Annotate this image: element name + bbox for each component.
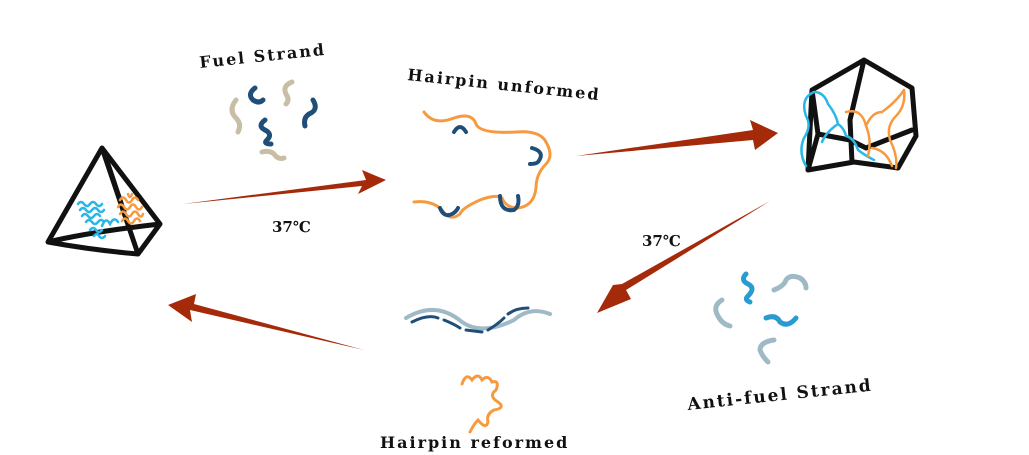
arrow-left-icon <box>168 294 364 350</box>
fuel-strand-icon <box>410 306 530 334</box>
cyan-strand-icon <box>800 90 876 168</box>
orange-strand-icon <box>844 88 906 170</box>
fuel-strand-icon <box>247 85 266 105</box>
temperature-label-2: 37℃ <box>642 232 681 250</box>
anti-fuel-strand-icon <box>757 337 777 365</box>
arrow-down-left-icon <box>597 201 770 313</box>
hairpin-loop-icon <box>452 125 468 134</box>
anti-fuel-strands <box>713 271 809 365</box>
anti-fuel-strand-icon <box>404 307 552 331</box>
anti-fuel-strand-icon <box>763 314 799 327</box>
fuel-strand-icon <box>282 79 295 107</box>
anti-fuel-strand-icon <box>740 271 755 305</box>
reformed-hairpin <box>460 374 503 434</box>
fuel-strand-icon <box>259 148 287 161</box>
fuel-antifuel-duplex <box>404 306 552 334</box>
hairpin-unformed-label: Hairpin unformed <box>407 65 602 104</box>
closed-tetrahedron <box>45 145 163 257</box>
fuel-strand-icon <box>302 97 318 129</box>
open-polyhedron <box>800 57 919 173</box>
arrow-right-icon <box>183 170 386 204</box>
fuel-strands <box>229 79 318 161</box>
orange-strand-icon <box>116 192 145 225</box>
arrow-right-icon <box>576 120 778 156</box>
anti-fuel-strand-label: Anti-fuel Strand <box>685 376 873 415</box>
hairpin-unformed-strand <box>412 110 552 219</box>
hairpin-loop-icon <box>438 206 460 218</box>
temperature-label-1: 37℃ <box>272 218 311 236</box>
fuel-strand-label: Fuel Strand <box>198 40 326 72</box>
hairpin-loop-icon <box>498 194 521 213</box>
hairpin-loop-icon <box>528 146 543 166</box>
orange-strand-icon <box>412 110 552 219</box>
hairpin-reformed-label: Hairpin reformed <box>380 433 569 452</box>
fuel-strand-icon <box>258 117 274 147</box>
anti-fuel-strand-icon <box>713 297 733 329</box>
cyan-strand-icon <box>76 200 120 240</box>
fuel-strand-icon <box>229 97 243 135</box>
anti-fuel-strand-icon <box>771 273 809 293</box>
